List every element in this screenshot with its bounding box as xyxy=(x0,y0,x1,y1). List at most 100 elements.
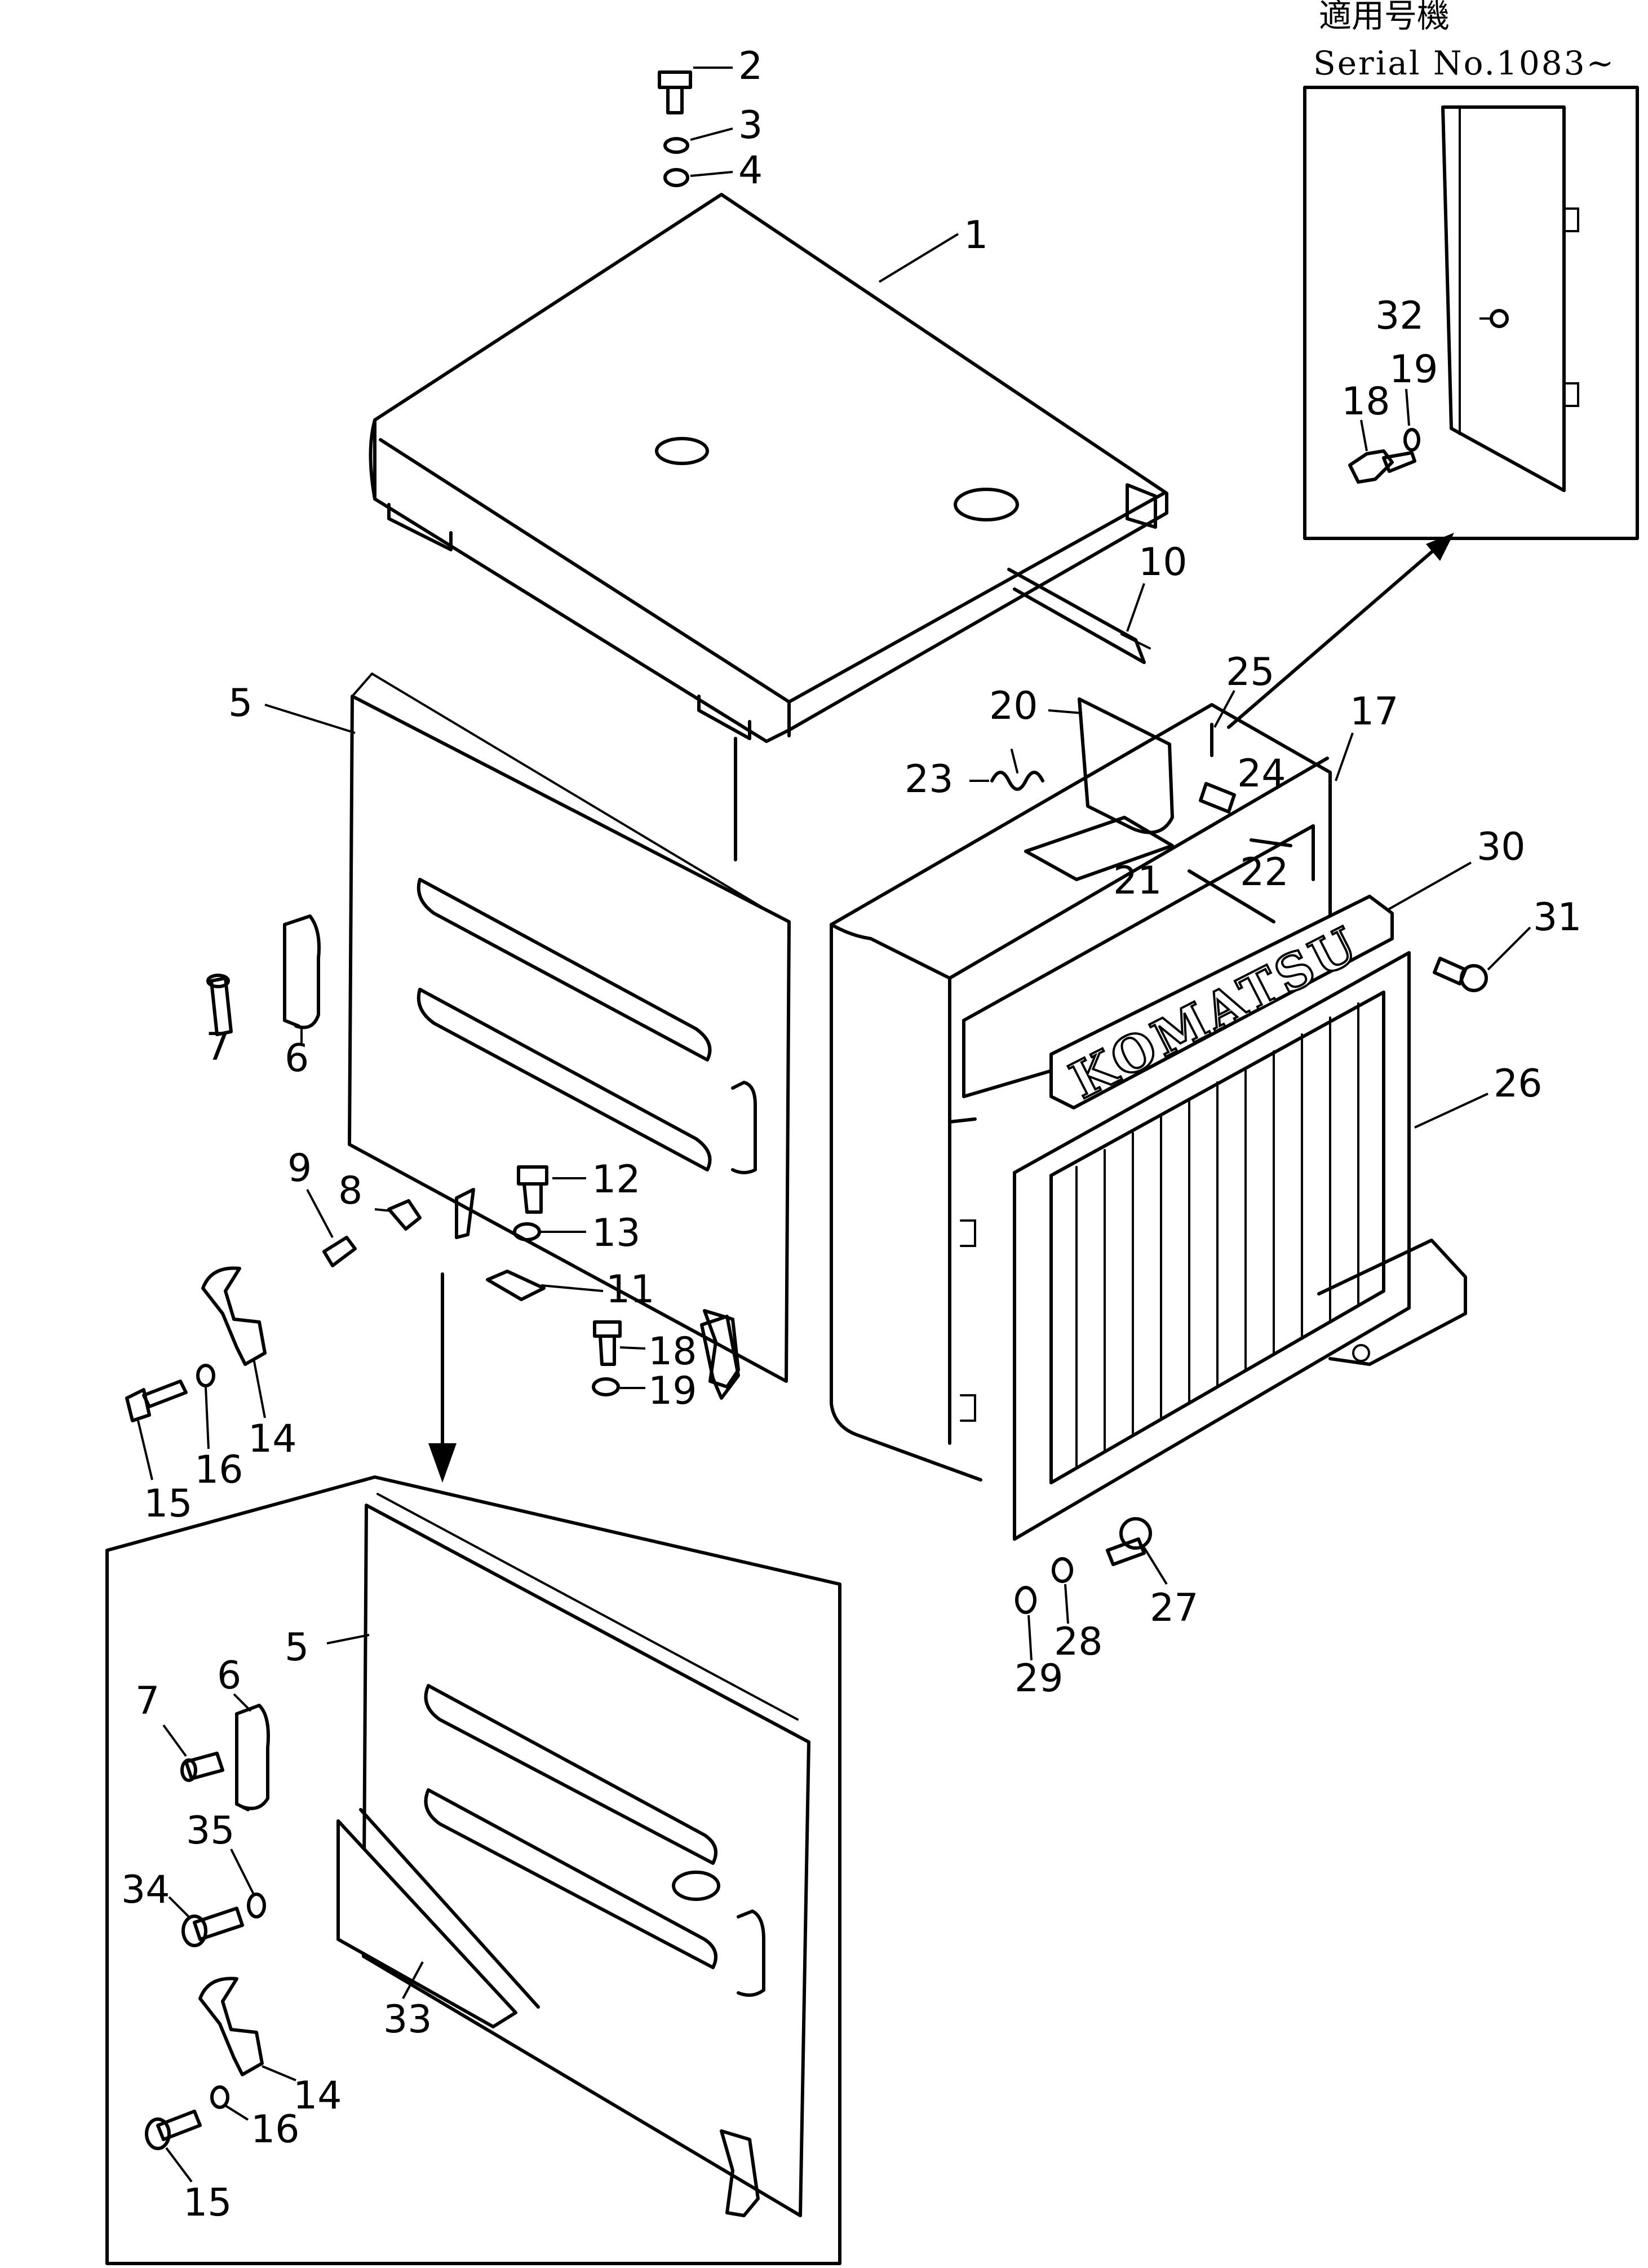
callout-4: 4 xyxy=(738,148,763,193)
callout-20: 20 xyxy=(989,684,1038,728)
washer-16 xyxy=(196,1364,215,1387)
callout-25: 25 xyxy=(1226,650,1275,695)
latch-near-18 xyxy=(700,1315,740,1400)
callout-9: 9 xyxy=(287,1146,312,1191)
duct-10 xyxy=(1007,568,1146,664)
washer-13 xyxy=(513,1222,541,1241)
bolt-15b-head xyxy=(145,2117,171,2150)
callout-14b: 14 xyxy=(293,2074,342,2118)
drop-arrow-head xyxy=(428,1443,457,1483)
callout-3: 3 xyxy=(738,103,763,148)
callout-10: 10 xyxy=(1138,540,1188,585)
callout-16: 16 xyxy=(194,1448,243,1492)
callout-18b: 18 xyxy=(1341,379,1390,424)
bolt-15-head xyxy=(125,1388,151,1422)
radiator-housing xyxy=(734,703,1332,1482)
handle-6b xyxy=(235,1704,270,1810)
inset-header-jp: 適用号機 xyxy=(1319,0,1450,35)
washer-4 xyxy=(663,168,689,187)
callout-6b: 6 xyxy=(217,1654,241,1698)
side-panel-5 xyxy=(348,673,791,1383)
callout-1: 1 xyxy=(964,213,988,258)
bolt-2-head xyxy=(658,70,692,89)
callout-30: 30 xyxy=(1477,825,1526,869)
bracket-11-b xyxy=(486,1270,546,1301)
callout-33: 33 xyxy=(383,1997,432,2042)
callout-28: 28 xyxy=(1054,1620,1103,1664)
washer-19 xyxy=(592,1377,620,1396)
pin-22 xyxy=(1250,838,1292,847)
washer-16b xyxy=(210,2085,229,2109)
inset-washer-19 xyxy=(1403,428,1420,452)
latch-14b xyxy=(198,1977,264,2076)
callout-21: 21 xyxy=(1113,859,1162,903)
inset-bolt-18-shank xyxy=(1382,451,1416,473)
bolt-34-head xyxy=(181,1915,207,1947)
inspection-cover-20 xyxy=(1078,697,1174,834)
inset-header-serial: Serial No.1083~ xyxy=(1313,44,1615,82)
inset-arrow-line xyxy=(1227,548,1436,729)
panel-handle xyxy=(731,1081,757,1174)
gusset-33 xyxy=(336,1819,517,2028)
callout-14: 14 xyxy=(248,1417,297,1461)
rod-21 xyxy=(1188,869,1275,923)
callout-17: 17 xyxy=(1350,689,1399,734)
bolt-2-shank xyxy=(666,86,684,114)
callout-2: 2 xyxy=(738,44,763,89)
callout-19b: 19 xyxy=(1389,347,1438,392)
handle-6 xyxy=(283,914,321,1029)
callout-15b: 15 xyxy=(183,2181,232,2225)
callout-8: 8 xyxy=(338,1169,362,1213)
pin-24 xyxy=(1199,782,1236,814)
bolt-31-head xyxy=(1460,964,1488,992)
bolt-18-head xyxy=(593,1320,622,1338)
lower-inset-frame xyxy=(105,1475,841,2265)
bolt-12-head xyxy=(517,1165,548,1186)
callout-16b: 16 xyxy=(251,2107,300,2152)
callout-34: 34 xyxy=(121,1868,170,1912)
bolt-18-shank xyxy=(599,1334,616,1366)
washer-3 xyxy=(663,137,689,154)
nut-8 xyxy=(387,1199,422,1231)
hood-cover xyxy=(369,193,1168,743)
pin-7 xyxy=(210,976,233,1036)
washer-29 xyxy=(1015,1586,1036,1614)
inspection-opening xyxy=(1024,816,1174,881)
inset-bolt-18-head xyxy=(1348,449,1394,484)
bolt-12-shank xyxy=(522,1182,543,1214)
callout-22: 22 xyxy=(1240,850,1289,895)
callout-23: 23 xyxy=(905,757,954,802)
inset-frame xyxy=(1303,86,1639,540)
radiator-grille-26 xyxy=(1013,951,1467,1541)
washer-28 xyxy=(1052,1557,1073,1583)
callout-12: 12 xyxy=(592,1157,641,1202)
callout-19: 19 xyxy=(648,1369,697,1413)
callout-6: 6 xyxy=(285,1036,309,1081)
callout-24: 24 xyxy=(1237,751,1286,796)
callout-27: 27 xyxy=(1150,1586,1199,1630)
callout-29: 29 xyxy=(1015,1656,1064,1701)
spring-23 xyxy=(990,771,1044,791)
lower-side-panel-5 xyxy=(362,1493,810,2217)
pin-9 xyxy=(322,1236,357,1267)
bolt-15-shank xyxy=(142,1380,188,1408)
callout-7b: 7 xyxy=(135,1679,160,1723)
callout-32: 32 xyxy=(1375,294,1424,338)
callout-5b: 5 xyxy=(285,1625,309,1670)
latch-14 xyxy=(201,1266,267,1366)
bolt-15b-shank xyxy=(156,2110,202,2141)
callout-11: 11 xyxy=(606,1267,655,1312)
inset-arrow-head xyxy=(1426,533,1454,561)
bolt-27-head xyxy=(1119,1517,1152,1550)
inset-nut-32 xyxy=(1490,309,1509,328)
bolt-31-shank xyxy=(1433,957,1467,985)
callout-5: 5 xyxy=(228,681,252,726)
callout-18: 18 xyxy=(648,1329,697,1374)
bolt-34-shank xyxy=(193,1907,244,1941)
bracket-11-a xyxy=(455,1188,475,1239)
callout-7: 7 xyxy=(206,1025,230,1069)
inset-serial-detail: 適用号機 Serial No.1083~ 32 18 19 xyxy=(1303,0,1639,540)
pin-7b xyxy=(184,1752,224,1780)
callout-26: 26 xyxy=(1494,1062,1543,1106)
